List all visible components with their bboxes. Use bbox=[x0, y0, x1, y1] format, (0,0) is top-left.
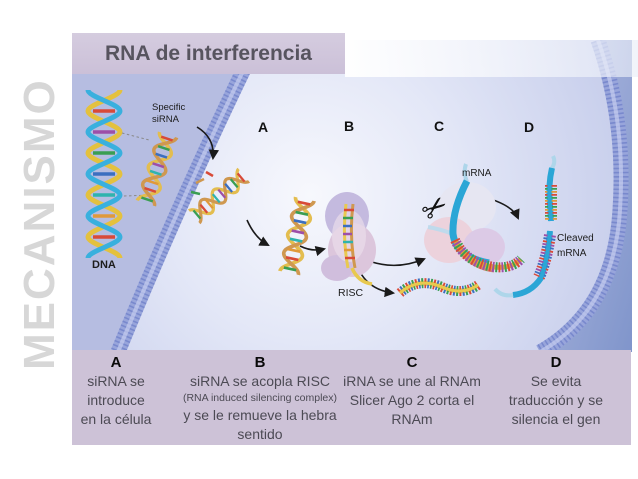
cleavage-complex bbox=[424, 163, 525, 273]
arrow-membrane-to-cytoplasm bbox=[246, 219, 270, 246]
step-a-letter: A bbox=[110, 354, 122, 371]
step-c-description: C iRNA se une al RNAm Slicer Ago 2 corta… bbox=[342, 354, 482, 429]
step-c-letter: C bbox=[406, 354, 418, 371]
step-b-line: (RNA induced silencing complex) bbox=[182, 392, 338, 404]
arrow-risc-to-strand bbox=[359, 271, 396, 298]
arrow-label-to-membrane bbox=[196, 126, 219, 161]
sirna-fragments bbox=[190, 170, 214, 196]
step-a-line: siRNA se bbox=[87, 373, 145, 389]
title-band-extension bbox=[345, 40, 638, 77]
step-d-description: D Se evita traducción y se silencia el g… bbox=[496, 354, 616, 429]
diagram-step-letter-a: A bbox=[258, 119, 268, 135]
step-d-letter: D bbox=[550, 354, 562, 371]
step-b-line: sentido bbox=[237, 426, 283, 442]
step-a-line: introduce bbox=[87, 392, 145, 408]
cell-membrane-right bbox=[536, 40, 629, 352]
step-c-line: iRNA se une al RNAm bbox=[343, 373, 481, 389]
specific-sirna-label-line2: siRNA bbox=[152, 114, 180, 125]
arrow-sirna-to-risc bbox=[299, 245, 327, 257]
outside-cell-left bbox=[72, 40, 258, 352]
step-b-line: siRNA se acopla RISC bbox=[189, 373, 331, 389]
arrow-risc-to-complex bbox=[371, 257, 426, 268]
steps-legend: A siRNA se introduce en la célula B siRN… bbox=[72, 350, 631, 445]
cell-membrane-left bbox=[111, 40, 265, 352]
step-c-line: RNAm bbox=[391, 411, 433, 427]
step-d-line: silencia el gen bbox=[511, 411, 601, 427]
step-b-line: y se le remueve la hebra bbox=[183, 407, 337, 423]
released-sense-strand bbox=[396, 278, 481, 297]
rnai-diagram: DNA Specific siRNA RISC bbox=[72, 40, 632, 352]
vertical-section-title: MECANISMO bbox=[15, 78, 64, 370]
step-c-line: Slicer Ago 2 corta el bbox=[349, 392, 475, 408]
diagram-step-letter-c: C bbox=[434, 118, 444, 134]
slide-title-band: RNA de interferencia bbox=[72, 33, 345, 74]
cleaved-mrna-label-line2: mRNA bbox=[557, 248, 587, 259]
slide-title: RNA de interferencia bbox=[105, 41, 312, 65]
dna-helix bbox=[85, 88, 123, 260]
mrna-label: mRNA bbox=[462, 168, 492, 179]
diagram-step-letter-b: B bbox=[344, 118, 354, 134]
dna-label: DNA bbox=[92, 259, 116, 271]
risc-complex bbox=[321, 192, 376, 286]
step-d-line: traducción y se bbox=[508, 392, 604, 408]
step-d-line: Se evita bbox=[530, 373, 582, 389]
cleaved-mrna bbox=[493, 155, 557, 298]
step-b-description: B siRNA se acopla RISC (RNA induced sile… bbox=[170, 354, 350, 444]
step-b-letter: B bbox=[254, 354, 266, 371]
step-a-description: A siRNA se introduce en la célula bbox=[74, 354, 158, 429]
step-a-line: en la célula bbox=[80, 411, 152, 427]
specific-sirna-label-line1: Specific bbox=[152, 102, 186, 113]
diagram-step-letter-d: D bbox=[524, 119, 534, 135]
cleaved-mrna-label-line1: Cleaved bbox=[557, 233, 594, 244]
risc-label: RISC bbox=[338, 287, 364, 299]
